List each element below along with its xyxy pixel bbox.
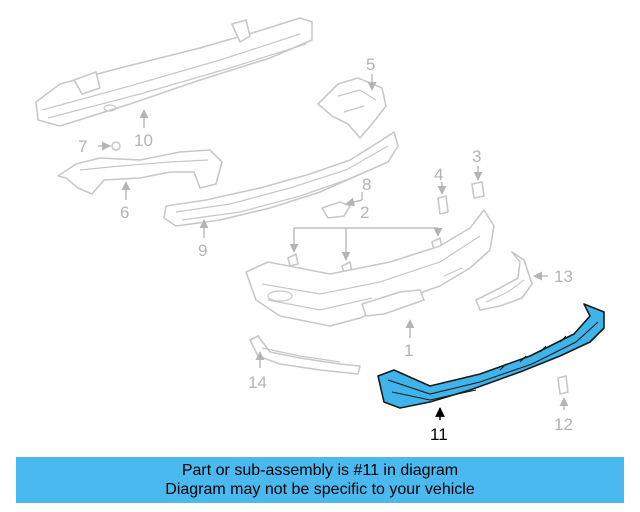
part-9-energy-absorber xyxy=(163,131,399,227)
parts-diagram: 10 5 7 6 8 2 4 3 9 13 1 14 12 11 xyxy=(35,17,605,444)
callout-7: 7 xyxy=(78,137,87,156)
banner-line-disclaimer: Diagram may not be specific to your vehi… xyxy=(165,481,475,498)
part-3-fastener xyxy=(471,181,485,199)
part-1-bumper-cover xyxy=(245,209,495,327)
callout-5: 5 xyxy=(366,55,375,74)
callout-8: 8 xyxy=(362,175,371,194)
part-13-side-bracket xyxy=(475,251,533,311)
callout-labels: 10 5 7 6 8 2 4 3 9 13 1 14 12 11 xyxy=(78,55,573,444)
info-banner: Part or sub-assembly is #11 in diagram D… xyxy=(16,457,624,503)
callout-6: 6 xyxy=(120,203,129,222)
leader-lines xyxy=(98,74,569,420)
part-4-pin xyxy=(437,195,449,215)
part-10-impact-bar xyxy=(35,17,313,127)
banner-line-part-number: Part or sub-assembly is #11 in diagram xyxy=(181,462,459,479)
callout-13: 13 xyxy=(554,267,573,286)
callout-12: 12 xyxy=(554,415,573,434)
callout-10: 10 xyxy=(134,131,153,150)
callout-14: 14 xyxy=(248,373,267,392)
callout-3: 3 xyxy=(472,147,481,166)
part-11-valance-highlighted xyxy=(377,303,605,409)
callout-9: 9 xyxy=(198,241,207,260)
part-8-clip xyxy=(321,201,351,219)
part-12-pin xyxy=(557,375,569,395)
part-6-bracket xyxy=(57,149,223,195)
part-5-bracket xyxy=(317,77,387,139)
part-14-molding xyxy=(249,335,361,375)
callout-4: 4 xyxy=(434,165,443,184)
callout-1: 1 xyxy=(404,341,413,360)
callout-11: 11 xyxy=(430,425,448,444)
callout-2: 2 xyxy=(360,203,369,222)
